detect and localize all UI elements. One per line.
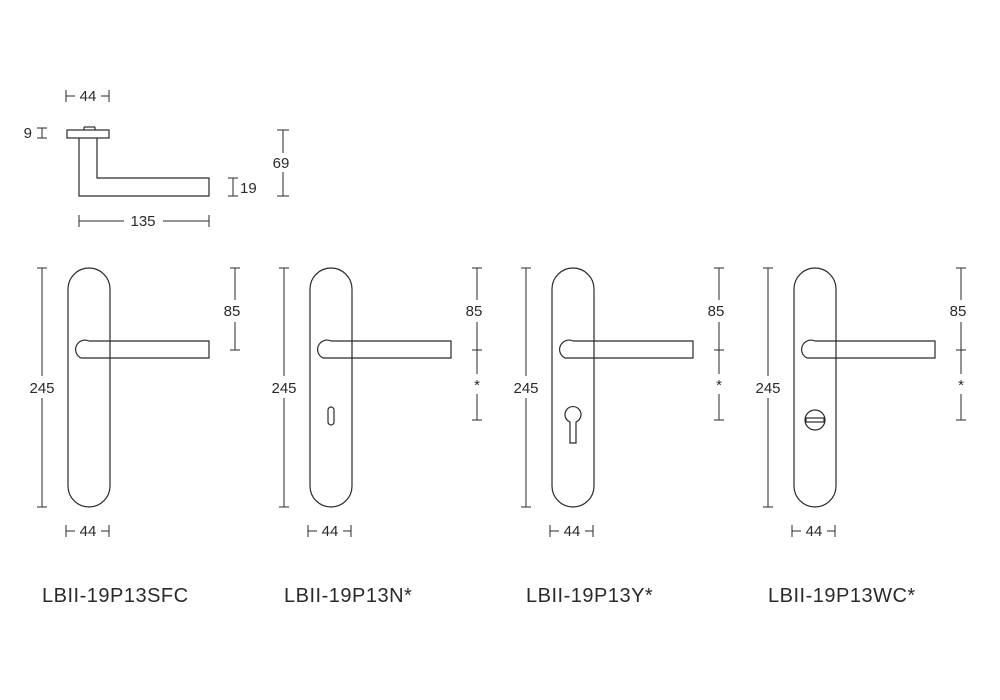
side-view: 44 9 69 19 [24,88,290,230]
plate-width-label: 44 [564,523,581,540]
product-code: LBII-19P13WC* [768,585,916,607]
plate-width-dimension: 44 [791,523,836,540]
lever-thickness-dimension: 19 [228,177,257,197]
product-code: LBII-19P13N* [284,585,412,607]
backplate-outline [309,267,353,508]
lever-projection-label: 69 [273,155,290,172]
wc-turn [804,409,826,431]
spacing-star-label: * [958,377,964,394]
lever-thickness-label: 19 [240,180,257,197]
lever-front [89,340,210,359]
backplate-outline [67,267,111,508]
lever-rose-curve [801,339,816,359]
lever-front [331,340,452,359]
rose-width-dimension: 44 [65,88,110,105]
plate-width-dimension: 44 [307,523,352,540]
handle-offset-label: 85 [224,303,241,320]
lever-projection-dimension: 69 [273,129,290,197]
plate-width-label: 44 [322,523,339,540]
rose-plate [66,129,110,139]
plate-height-dimension: 245 [513,267,539,508]
backplate-outline [551,267,595,508]
handle-offset-dimension: 85 * [950,267,967,421]
rose-height-dimension: 9 [24,125,47,142]
rose-width-label: 44 [80,88,97,105]
lever-rose-curve [559,339,574,359]
product-code: LBII-19P13Y* [526,585,653,607]
lever-side-profile [78,138,210,197]
plate-width-label: 44 [806,523,823,540]
lever-length-label: 135 [130,213,155,230]
plate-height-label: 245 [513,380,538,397]
wc-turn-slot [805,417,825,423]
handle-offset-label: 85 [950,303,967,320]
euro-cylinder-hole [564,406,582,444]
handle-offset-label: 85 [466,303,483,320]
plate-height-label: 245 [271,380,296,397]
backplate-outline [793,267,837,508]
handle-offset-dimension: 85 * [466,267,483,421]
plate-width-dimension: 44 [549,523,594,540]
plate-height-label: 245 [29,380,54,397]
plate-height-label: 245 [755,380,780,397]
lever-rose-curve [317,339,332,359]
plate-width-label: 44 [80,523,97,540]
plate-height-dimension: 245 [29,267,55,508]
key-slot [327,406,335,426]
spacing-star-label: * [716,377,722,394]
lever-length-dimension: 135 [78,213,210,230]
lever-front [573,340,694,359]
spacing-star-label: * [474,377,480,394]
lever-front [815,340,936,359]
plate-height-dimension: 245 [755,267,781,508]
lever-rose-curve [75,339,90,359]
rose-height-label: 9 [24,125,32,142]
plate-width-dimension: 44 [65,523,110,540]
handle-offset-dimension: 85 * [708,267,725,421]
plate-height-dimension: 245 [271,267,297,508]
handle-offset-dimension: 85 [224,267,241,351]
product-code: LBII-19P13SFC [42,585,189,607]
handle-offset-label: 85 [708,303,725,320]
